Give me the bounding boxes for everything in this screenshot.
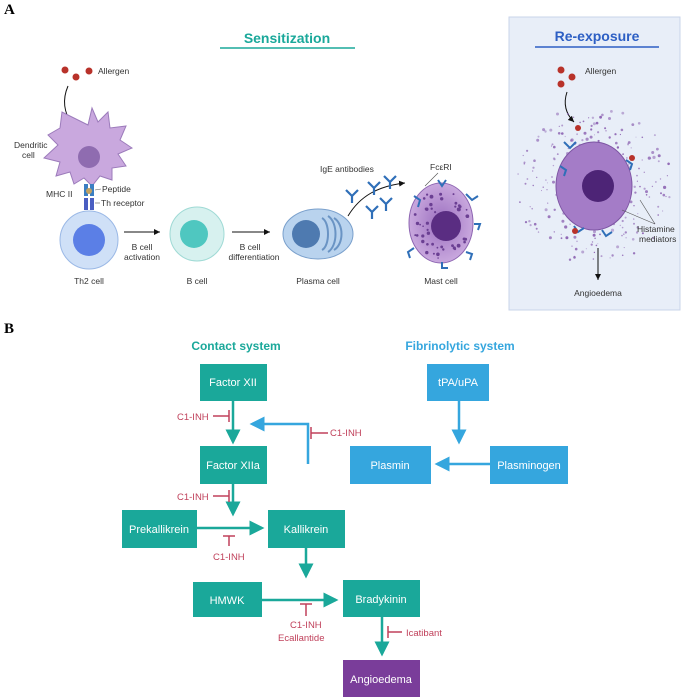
- contact-system-heading: Contact system: [191, 339, 280, 353]
- allergen-label: Allergen: [98, 66, 129, 76]
- reexposure-receptors: [559, 141, 634, 238]
- c1-inh-label-3: C1-INH: [213, 552, 245, 563]
- mast-cell-label: Mast cell: [424, 276, 458, 286]
- c1-inh-label-5: C1-INH: [290, 620, 322, 631]
- ige-secretion-arrow: [347, 180, 406, 217]
- box-prekallikrein-label: Prekallikrein: [129, 524, 189, 536]
- reexposure-allergen-particles: [557, 66, 576, 88]
- ige-antibodies-label: IgE antibodies: [320, 164, 374, 174]
- box-plasminogen: Plasminogen: [490, 446, 568, 484]
- panel-b-letter: B: [4, 321, 14, 337]
- box-plasminogen-label: Plasminogen: [497, 460, 561, 472]
- histamine-pointer-1: [639, 199, 656, 225]
- arrow-plasmin-to-xii-conversion: [249, 416, 310, 464]
- ecallantide-label: Ecallantide: [278, 633, 324, 644]
- c1-inh-label-2: C1-INH: [177, 492, 209, 503]
- th-receptor-label: Th receptor: [101, 198, 145, 208]
- box-bradykinin: Bradykinin: [343, 580, 420, 617]
- box-hmwk-label: HMWK: [210, 595, 245, 607]
- box-angioedema-label: Angioedema: [350, 674, 413, 686]
- plasma-cell: [282, 208, 354, 260]
- sensitization-title: Sensitization: [244, 30, 330, 46]
- angioedema-label-a: Angioedema: [574, 288, 622, 298]
- degranulating-mast-cell: [555, 141, 633, 231]
- th2-cell: [59, 210, 119, 270]
- th2-cell-label: Th2 cell: [74, 276, 104, 286]
- histamine-label-line1: Histamine: [637, 224, 675, 234]
- box-factor-xii: Factor XII: [200, 364, 267, 401]
- box-hmwk: HMWK: [193, 582, 262, 617]
- fceri-label: FcεRI: [430, 162, 452, 172]
- b-cell-label: B cell: [187, 276, 208, 286]
- panel-a-letter: A: [4, 2, 15, 18]
- dendritic-cell: [42, 106, 134, 187]
- box-angioedema: Angioedema: [343, 660, 420, 697]
- b-cell-activation-label-line1: B cell: [132, 242, 153, 252]
- peptide-label: Peptide: [102, 184, 131, 194]
- b-cell-activation-label-line2: activation: [124, 252, 160, 262]
- fibrinolytic-system-heading: Fibrinolytic system: [405, 339, 514, 353]
- box-tpa-upa: tPA/uPA: [427, 364, 489, 401]
- box-factor-xiia: Factor XIIa: [200, 446, 267, 484]
- inhibitor-marks: [213, 410, 402, 638]
- box-kallikrein: Kallikrein: [268, 510, 345, 548]
- box-plasmin-label: Plasmin: [370, 460, 409, 472]
- plasma-cell-label: Plasma cell: [296, 276, 340, 286]
- dendritic-cell-label-line1: Dendritic: [14, 140, 48, 150]
- b-cell: [169, 206, 225, 262]
- box-prekallikrein: Prekallikrein: [122, 510, 197, 548]
- mast-cell-receptors: [406, 179, 482, 269]
- box-factor-xii-label: Factor XII: [209, 377, 257, 389]
- box-bradykinin-label: Bradykinin: [355, 594, 406, 606]
- c1-inh-label-1: C1-INH: [177, 412, 209, 423]
- box-tpa-upa-label: tPA/uPA: [438, 377, 479, 389]
- mhc-tcr-complex: [84, 184, 94, 210]
- ige-antibodies: [345, 175, 397, 219]
- dendritic-cell-label-line2: cell: [22, 150, 35, 160]
- histamine-label-line2: mediators: [639, 234, 676, 244]
- box-factor-xiia-label: Factor XIIa: [206, 460, 261, 472]
- bound-allergens: [572, 125, 635, 234]
- b-cell-differentiation-label-line2: differentiation: [229, 252, 280, 262]
- histamine-pointer-2: [621, 209, 656, 225]
- reexposure-allergen-label: Allergen: [585, 66, 616, 76]
- icatibant-label: Icatibant: [406, 628, 442, 639]
- c1-inh-label-4: C1-INH: [330, 428, 362, 439]
- reexposure-title: Re-exposure: [555, 28, 640, 44]
- mast-cell-granules: [413, 192, 470, 259]
- b-cell-differentiation-label-line1: B cell: [240, 242, 261, 252]
- mhc-ii-label: MHC II: [46, 189, 72, 199]
- reexposure-allergen-arrow: [564, 91, 575, 123]
- box-plasmin: Plasmin: [350, 446, 431, 484]
- box-kallikrein-label: Kallikrein: [284, 524, 329, 536]
